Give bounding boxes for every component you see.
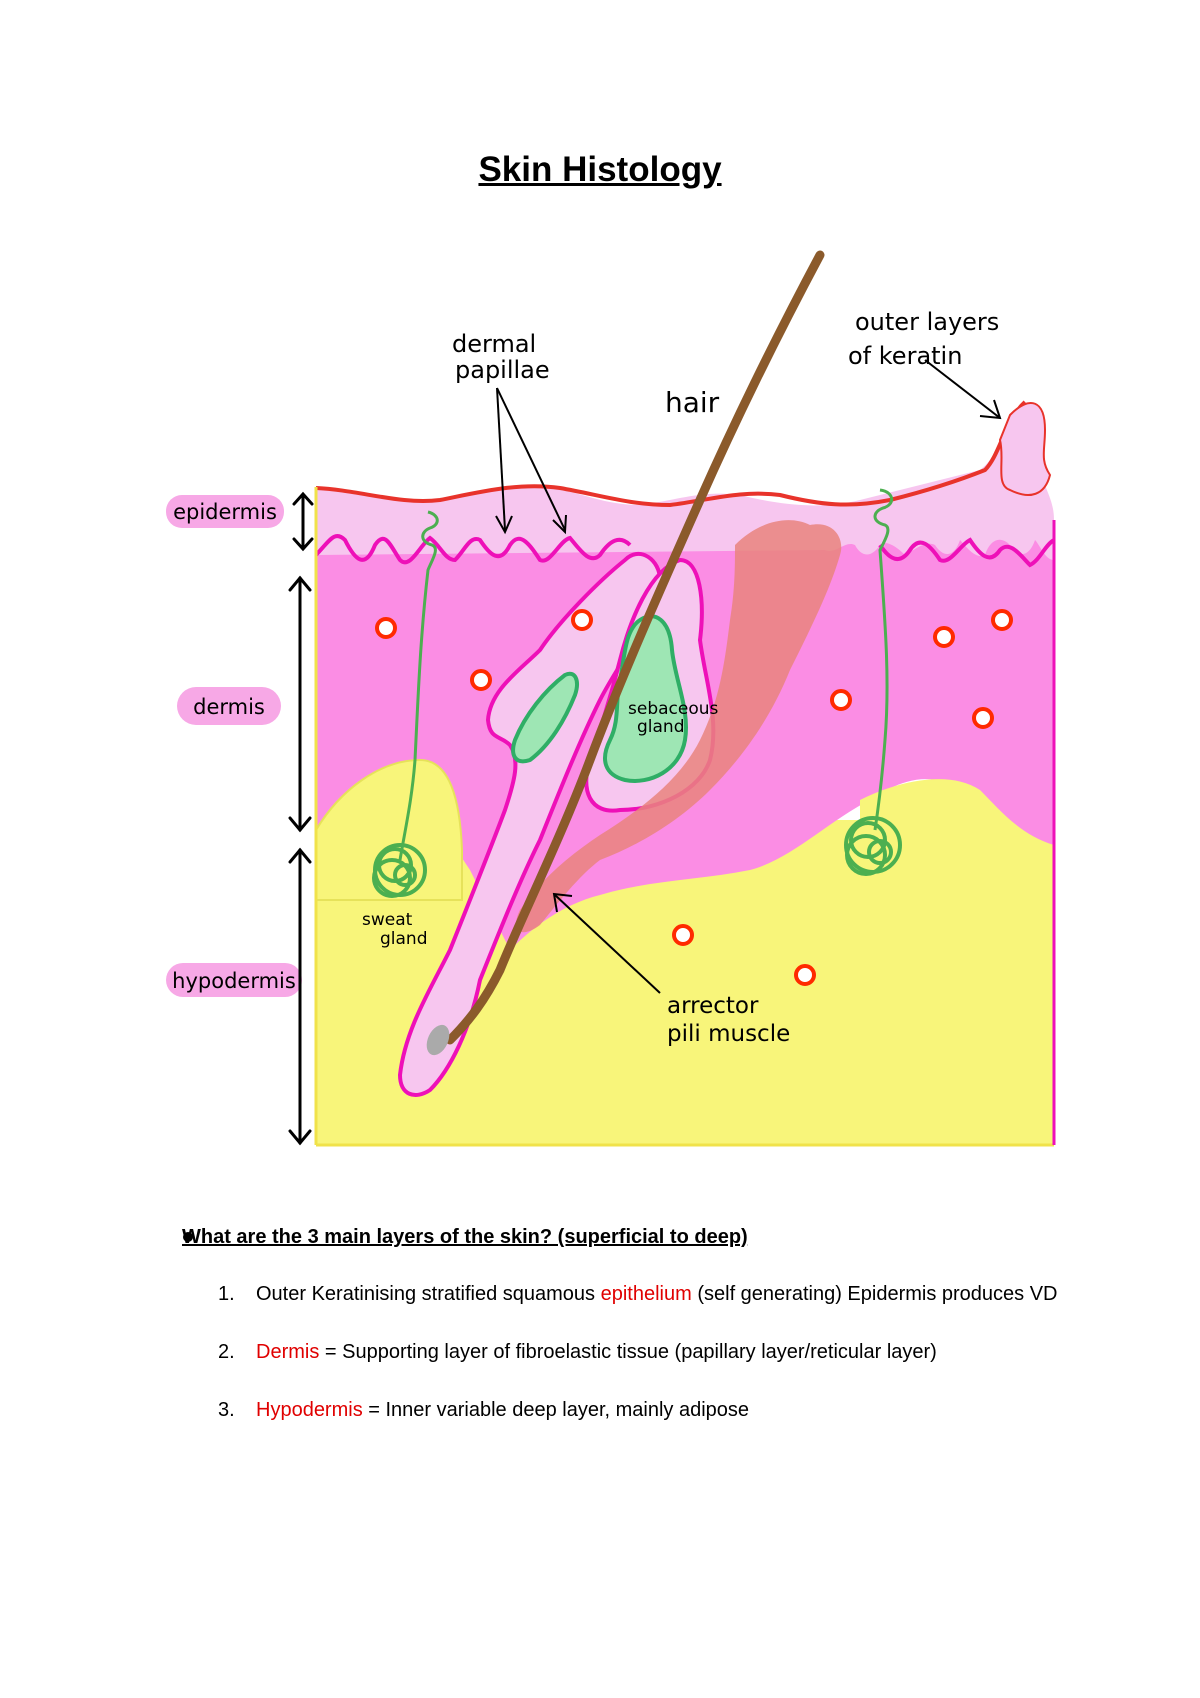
dermis-pill [177,687,281,725]
epidermis-layer [316,402,1054,560]
vessel [794,964,816,986]
hypodermis-pill [166,963,302,997]
keratin-surface-line [315,400,1027,508]
question-heading: What are the 3 main layers of the skin? … [182,1226,748,1248]
vessel [571,609,593,631]
hair-follicle [397,552,663,1097]
vessel [375,617,397,639]
bullet-dot [183,1232,193,1242]
list-highlight: Hypodermis [256,1399,363,1421]
list-item: 1. Outer Keratinising stratified squamou… [218,1280,1078,1309]
vessel [991,609,1013,631]
list-number: 1. [218,1283,235,1305]
keratin-label-2: of keratin [848,342,962,370]
hair-label: hair [665,386,720,419]
dermal-papillae-label-2: papillae [455,356,550,384]
sweat-gland-right-coil [844,816,902,876]
page-title: Skin Histology [478,150,722,189]
layer-arrows [288,491,314,1146]
hair-bulb [426,1024,450,1056]
hypodermis-label: hypodermis [172,969,296,993]
arrector-pili-muscle [516,520,842,933]
list-text-before: Outer Keratinising stratified squamous [256,1283,601,1305]
list-text-after: = Inner variable deep layer, mainly adip… [362,1399,750,1421]
sweat-gland-label-2: gland [380,929,428,949]
vessel [672,924,694,946]
arrector-arrow [552,892,661,994]
epidermis-label: epidermis [173,500,277,524]
dermal-papillae-outline-right [878,537,1056,568]
sebaceous-label-1: sebaceous [628,699,719,719]
adipose-bump-right [860,779,1054,900]
dermal-papillae-label-1: dermal [452,330,536,358]
list-item: 3. Hypodermis = Inner variable deep laye… [218,1396,1078,1425]
list-number: 3. [218,1399,235,1421]
vessel [830,689,852,711]
vessel [470,669,492,691]
sweat-gland-label-1: sweat [362,910,413,930]
dermis-label: dermis [193,695,265,719]
sweat-gland-left-coil [372,843,427,898]
skin-histology-diagram: epidermis dermis hypodermis dermal papil… [166,250,1056,1147]
sweat-duct-right [873,488,894,831]
keratin-arrow [924,359,1002,420]
keratin-flake [998,402,1052,496]
arrector-label-1: arrector [667,993,759,1019]
hair-shaft [445,250,825,1045]
sweat-duct-left [398,510,439,861]
list-text-after: = Supporting layer of fibroelastic tissu… [319,1341,937,1363]
vessel [933,626,955,648]
gland-lobe-left [511,671,579,764]
vessel [972,707,994,729]
dermal-papillae-outline [314,534,632,565]
arrector-label-2: pili muscle [667,1021,790,1047]
list-item: 2. Dermis = Supporting layer of fibroela… [218,1338,1078,1367]
list-highlight: Dermis [256,1341,320,1363]
dermal-papillae-arrows [495,387,567,535]
layers-list: 1. Outer Keratinising stratified squamou… [218,1280,1078,1454]
list-highlight: epithelium [600,1283,692,1305]
list-number: 2. [218,1341,235,1363]
keratin-label-1: outer layers [855,308,999,336]
sebaceous-label-2: gland [637,717,685,737]
blood-vessels [375,609,1013,986]
epidermis-pill [166,495,284,528]
list-text-after: (self generating) Epidermis produces VD [691,1283,1058,1305]
